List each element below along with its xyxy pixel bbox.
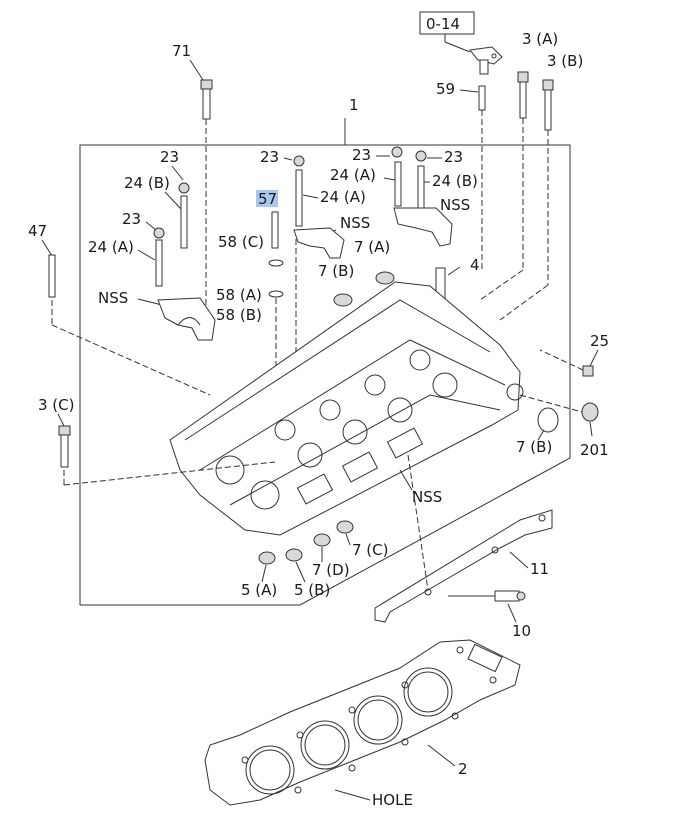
label-23-e: 23 <box>444 148 463 166</box>
ref-box-0-14[interactable] <box>419 11 475 35</box>
nut-23-c <box>293 155 305 167</box>
label-7b-top: 7 (B) <box>318 262 354 280</box>
label-4: 4 <box>470 256 480 274</box>
label-nss-1: NSS <box>98 289 128 307</box>
label-25: 25 <box>590 332 609 350</box>
nut-23-b <box>153 227 165 239</box>
label-23-b: 23 <box>122 210 141 228</box>
label-24a-left: 24 (A) <box>88 238 134 256</box>
label-nss-3: NSS <box>440 196 470 214</box>
label-24b-right: 24 (B) <box>432 172 478 190</box>
bolt-71 <box>200 79 213 120</box>
washer-58a <box>268 290 284 298</box>
nut-23-d <box>391 146 403 158</box>
label-5b: 5 (B) <box>294 581 330 599</box>
label-ref-box: 0-14 <box>426 15 460 33</box>
label-7c: 7 (C) <box>352 541 389 559</box>
label-3c: 3 (C) <box>38 396 75 414</box>
label-7b-right: 7 (B) <box>516 438 552 456</box>
label-24b-left: 24 (B) <box>124 174 170 192</box>
label-23-c: 23 <box>260 148 279 166</box>
label-11: 11 <box>530 560 549 578</box>
assembly-frame <box>79 118 571 606</box>
highlight-57[interactable] <box>256 190 278 207</box>
bolt-3b <box>542 79 554 131</box>
stud-24b-left <box>180 195 188 249</box>
bracket-11 <box>374 509 553 623</box>
stud-47 <box>48 254 56 298</box>
sensor-part <box>469 46 503 75</box>
head-gasket-2 <box>204 639 521 806</box>
bolt-3c <box>58 425 71 468</box>
label-7a: 7 (A) <box>354 238 390 256</box>
label-7d: 7 (D) <box>312 561 350 579</box>
label-3b: 3 (B) <box>547 52 583 70</box>
label-10: 10 <box>512 622 531 640</box>
label-3a: 3 (A) <box>522 30 558 48</box>
label-58c: 58 (C) <box>218 233 264 251</box>
pin-59 <box>478 85 486 111</box>
plug-7c <box>336 520 354 534</box>
plug-7b-right <box>537 407 559 433</box>
label-nss-2: NSS <box>340 214 370 232</box>
plug-7a <box>375 271 395 285</box>
bolt-57 <box>271 211 279 249</box>
washer-58c <box>268 259 284 267</box>
stud-24a-right <box>394 161 402 207</box>
stud-24a-left <box>155 239 163 287</box>
plug-5b <box>285 548 303 562</box>
plug-201 <box>581 402 599 422</box>
label-23-a: 23 <box>160 148 179 166</box>
label-24a-right: 24 (A) <box>330 166 376 184</box>
label-58b: 58 (B) <box>216 306 262 324</box>
label-59: 59 <box>436 80 455 98</box>
bearing-cap-mid <box>293 227 345 259</box>
plug-5a <box>258 551 276 565</box>
plug-25 <box>582 365 594 377</box>
bolt-3a <box>517 71 529 119</box>
label-23-d: 23 <box>352 146 371 164</box>
cylinder-head <box>169 281 524 536</box>
label-57: 57 <box>258 190 277 208</box>
glow-plug-10 <box>448 590 526 602</box>
label-5a: 5 (A) <box>241 581 277 599</box>
label-nss-4: NSS <box>412 488 442 506</box>
bearing-cap-left <box>157 297 216 341</box>
plug-7b-top <box>333 293 353 307</box>
label-201: 201 <box>580 441 609 459</box>
nut-23-a <box>178 182 190 194</box>
label-2: 2 <box>458 760 468 778</box>
label-hole: HOLE <box>372 791 413 809</box>
stud-24a-mid <box>295 169 303 227</box>
stud-24b-right <box>417 165 425 211</box>
bearing-cap-right <box>393 207 453 247</box>
label-58a: 58 (A) <box>216 286 262 304</box>
label-1: 1 <box>349 96 359 114</box>
label-47: 47 <box>28 222 47 240</box>
nut-23-e <box>415 150 427 162</box>
plug-7d <box>313 533 331 547</box>
label-24a-mid: 24 (A) <box>320 188 366 206</box>
label-71: 71 <box>172 42 191 60</box>
